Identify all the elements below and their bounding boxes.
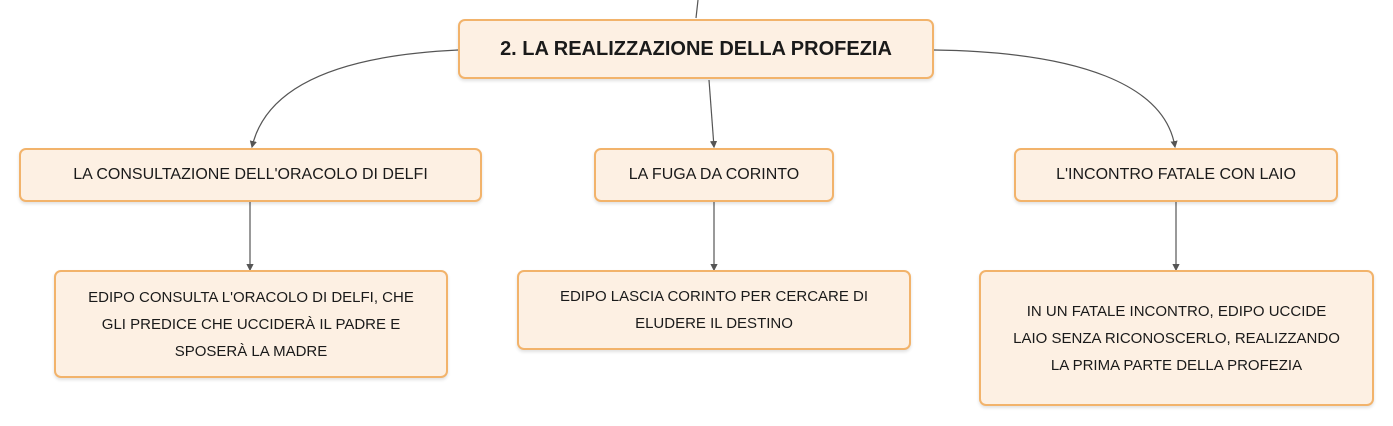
root-topic-label: 2. LA REALIZZAZIONE DELLA PROFEZIA [500,37,892,60]
branch-topic-label: LA FUGA DA CORINTO [628,166,800,183]
connector-root-to-branch-1 [249,49,459,149]
detail-topic-incontro[interactable]: IN UN FATALE INCONTRO, EDIPO UCCIDE LAIO… [979,270,1374,406]
connector-parent-to-root [695,0,699,19]
detail-line: LAIO SENZA RICONOSCERLO, REALIZZANDO [1013,329,1340,347]
detail-line: SPOSERÀ LA MADRE [174,342,328,360]
branch-topic-label: L'INCONTRO FATALE CON LAIO [1056,166,1296,183]
branch-topic-fuga[interactable]: LA FUGA DA CORINTO [594,148,834,202]
connector-root-to-branch-2 [708,79,718,149]
branch-topic-incontro[interactable]: L'INCONTRO FATALE CON LAIO [1014,148,1338,202]
detail-line: EDIPO CONSULTA L'ORACOLO DI DELFI, CHE [88,288,414,306]
branch-topic-label: LA CONSULTAZIONE DELL'ORACOLO DI DELFI [73,166,428,183]
detail-topic-oracolo[interactable]: EDIPO CONSULTA L'ORACOLO DI DELFI, CHE G… [54,270,448,378]
connector-root-to-branch-3 [933,49,1178,149]
branch-topic-oracolo[interactable]: LA CONSULTAZIONE DELL'ORACOLO DI DELFI [19,148,482,202]
detail-line: GLI PREDICE CHE UCCIDERÀ IL PADRE E [101,315,401,333]
detail-line: ELUDERE IL DESTINO [635,315,793,332]
detail-line: IN UN FATALE INCONTRO, EDIPO UCCIDE [1026,302,1327,320]
root-topic[interactable]: 2. LA REALIZZAZIONE DELLA PROFEZIA [458,19,934,79]
detail-topic-fuga[interactable]: EDIPO LASCIA CORINTO PER CERCARE DI ELUD… [517,270,911,350]
detail-line: EDIPO LASCIA CORINTO PER CERCARE DI [559,288,869,305]
detail-line: LA PRIMA PARTE DELLA PROFEZIA [1050,356,1303,374]
